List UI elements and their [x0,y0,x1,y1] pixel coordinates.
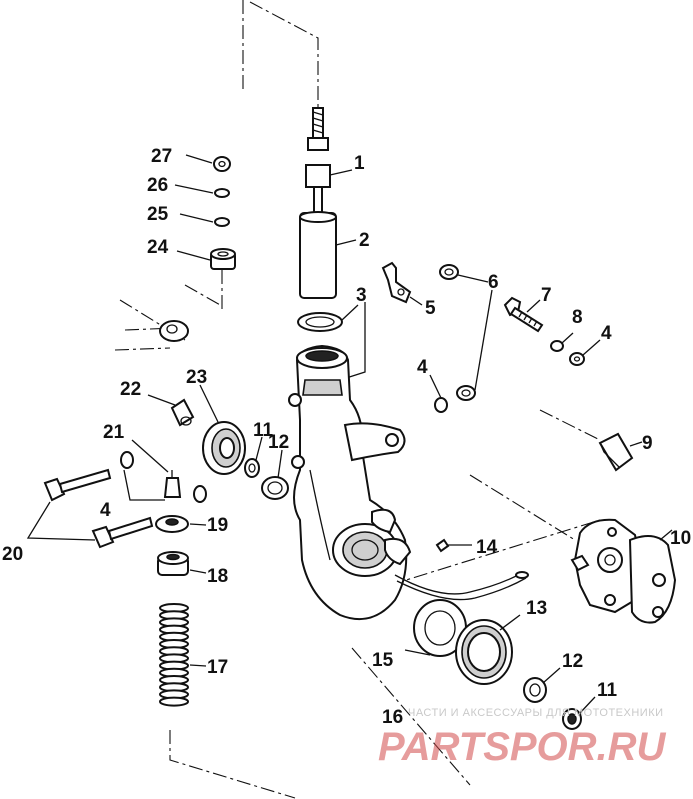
label-21: 21 [103,422,125,443]
label-14: 14 [476,537,498,558]
part-6-nuts [439,264,493,401]
part-14-sensor [394,538,529,601]
watermark-logo: PARTSPOR.RU [378,725,667,769]
label-10: 10 [670,528,691,549]
part-20-bolt-upper [43,468,112,502]
part-25-washer [179,213,230,227]
label-17: 17 [207,657,228,678]
part-11-castle-nut-right [562,696,596,730]
label-12-right: 12 [562,651,583,672]
watermark-tagline: ЧАСТИ И АКСЕССУАРЫ ДЛЯ МОТОТЕХНИКИ [408,707,664,719]
label-16: 16 [382,707,403,728]
upper-mount-ghost [114,284,223,351]
part-17-spring [159,603,207,707]
label-24: 24 [147,237,169,258]
label-11-right: 11 [597,680,618,701]
part-5-bracket [381,261,423,306]
part-12-ring-right [523,667,561,703]
part-19-washer [155,515,207,533]
label-11-left: 11 [253,420,274,441]
label-3: 3 [356,285,367,306]
label-26: 26 [147,175,168,196]
part-2-tube [299,211,357,299]
label-19: 19 [207,515,228,536]
callout-labels: 1 2 3 5 6 7 8 4 4 9 10 11 12 14 13 15 12… [2,146,691,728]
part-27-nut [185,154,231,172]
label-13: 13 [526,598,547,619]
center-axis-lines [169,0,601,799]
part-10-caliper [570,518,677,624]
part-18-nut [157,551,207,576]
spring-leader-line [189,664,207,667]
part-4-washer-center [429,374,448,413]
part-13-bearing-cup [455,614,521,685]
label-12-left: 12 [268,432,289,453]
part-20-bolt-lower [26,501,154,549]
part-4-washer-left [120,451,207,503]
label-6: 6 [488,272,499,293]
label-22: 22 [120,379,141,400]
part-4-washer-right [569,339,601,366]
label-25: 25 [147,204,169,225]
label-8: 8 [572,307,583,328]
label-9: 9 [642,433,653,454]
part-9-pad [598,432,643,472]
part-7-bolt [503,296,544,333]
label-15: 15 [372,650,394,671]
label-20: 20 [2,544,23,565]
label-4-right: 4 [601,323,612,344]
label-18: 18 [207,566,228,587]
part-26-washer [174,184,230,198]
label-7: 7 [541,285,552,306]
part-8-washer [550,332,574,352]
label-2: 2 [359,230,370,251]
label-5: 5 [425,298,436,319]
part-1-shaft [305,107,353,214]
part-11-nut-left [244,436,263,478]
label-27: 27 [151,146,172,167]
label-1: 1 [354,153,365,174]
label-4-left: 4 [100,500,111,521]
part-23-disc [199,384,246,475]
label-23: 23 [186,367,207,388]
part-24-bushing [176,248,236,270]
part-21-fitting [131,439,182,498]
watermark: ЧАСТИ И АКСЕССУАРЫ ДЛЯ МОТОТЕХНИКИ PARTS… [378,707,667,769]
steering-knuckle [288,344,412,621]
label-4-center: 4 [417,357,428,378]
part-12-ring-left [261,449,289,500]
part-3-seal-ring [297,302,366,381]
part-22-bushing [147,394,195,427]
spring-coil [159,696,189,707]
